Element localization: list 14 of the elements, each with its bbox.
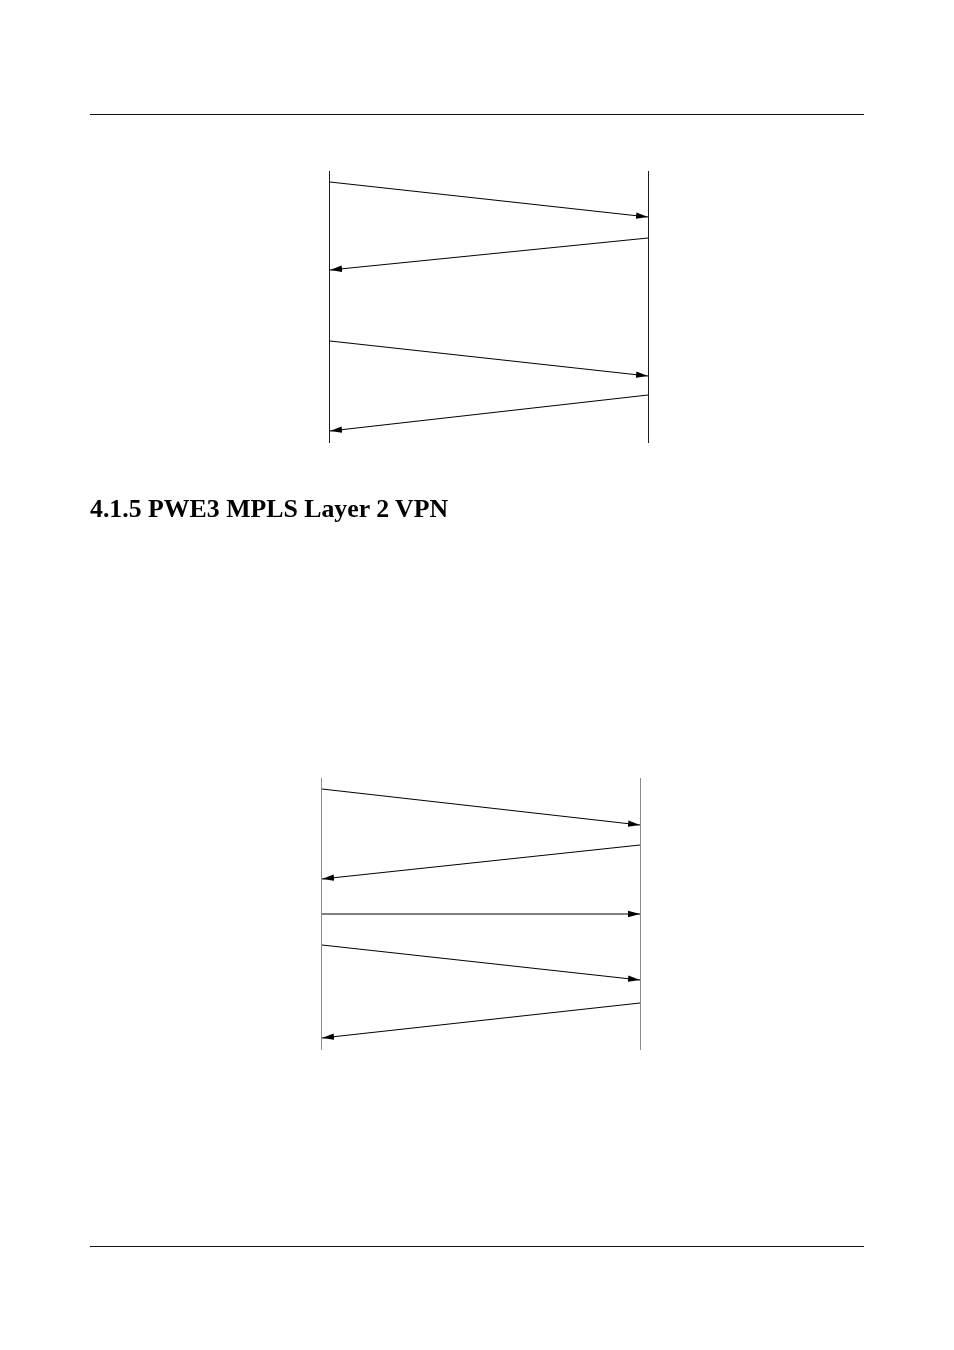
arrow	[329, 340, 649, 378]
section-heading: 4.1.5 PWE3 MPLS Layer 2 VPN	[90, 494, 449, 524]
arrow	[321, 944, 641, 982]
lifeline	[640, 778, 641, 1050]
lifeline	[329, 171, 330, 443]
lifeline	[648, 171, 649, 443]
arrow	[321, 788, 641, 827]
arrow	[321, 844, 641, 881]
arrow	[321, 910, 641, 918]
arrow	[329, 181, 649, 219]
arrow	[321, 1002, 641, 1040]
arrow	[329, 237, 649, 272]
lifeline	[321, 778, 322, 1050]
arrow	[329, 394, 649, 433]
